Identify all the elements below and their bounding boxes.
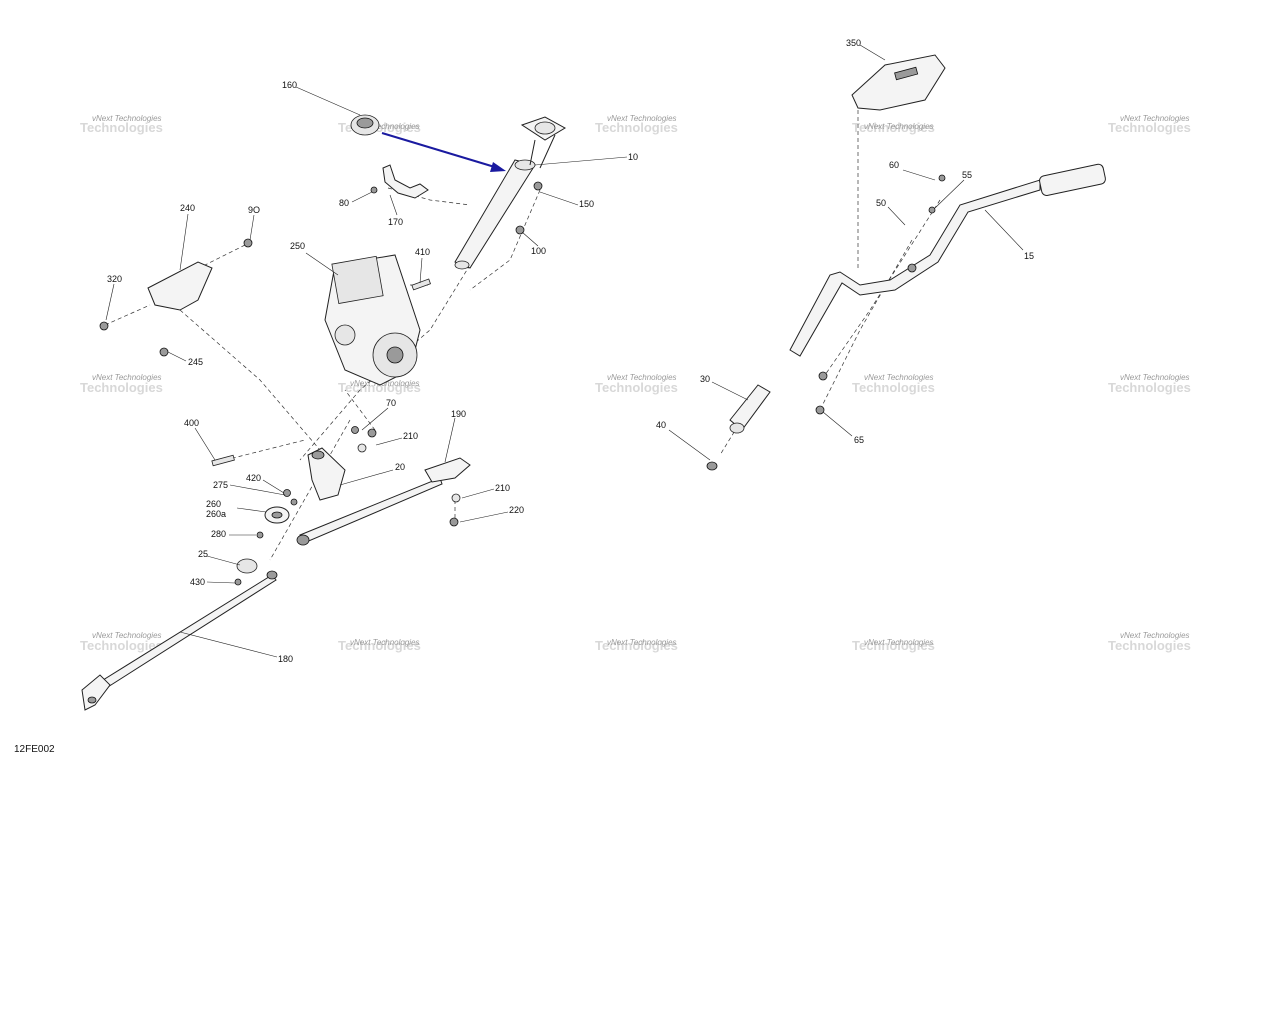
fasteners-left — [211, 181, 543, 586]
svg-text:vNext Technologies: vNext Technologies — [92, 373, 162, 382]
svg-text:vNext Technologies: vNext Technologies — [864, 122, 934, 131]
svg-text:vNext Technologies: vNext Technologies — [92, 114, 162, 123]
callout-420: 420 — [246, 473, 261, 483]
svg-text:Technologies: Technologies — [1108, 380, 1191, 395]
bearing-plate — [236, 506, 290, 574]
svg-text:Technologies: Technologies — [80, 380, 163, 395]
svg-text:vNext Technologies: vNext Technologies — [864, 638, 934, 647]
svg-text:vNext Technologies: vNext Technologies — [607, 114, 677, 123]
callout-220: 220 — [509, 505, 524, 515]
callout-180: 180 — [278, 654, 293, 664]
svg-text:vNext Technologies: vNext Technologies — [1120, 631, 1190, 640]
figure-code: 12FE002 — [14, 744, 55, 755]
clamp-bracket — [370, 164, 429, 199]
callout-260: 260 — [206, 499, 221, 509]
callout-250: 250 — [290, 241, 305, 251]
svg-text:vNext Technologies: vNext Technologies — [350, 122, 420, 131]
svg-text:Technologies: Technologies — [80, 120, 163, 135]
callout-55: 55 — [962, 170, 972, 180]
callout-15: 15 — [1024, 251, 1034, 261]
callout-90: 9O — [248, 205, 260, 215]
callout-20: 20 — [395, 462, 405, 472]
dust-cap — [350, 114, 380, 136]
callout-40: 40 — [656, 420, 666, 430]
mount-bracket — [99, 238, 253, 357]
svg-text:vNext Technologies: vNext Technologies — [607, 373, 677, 382]
callout-10: 10 — [628, 152, 638, 162]
callout-400: 400 — [184, 418, 199, 428]
callout-410: 410 — [415, 247, 430, 257]
callout-80: 80 — [339, 198, 349, 208]
svg-text:vNext Technologies: vNext Technologies — [1120, 114, 1190, 123]
pitman-arm — [307, 447, 346, 501]
svg-text:vNext Technologies: vNext Technologies — [1120, 373, 1190, 382]
callout-150: 150 — [579, 199, 594, 209]
leader-lines — [105, 44, 1024, 658]
callout-240: 240 — [180, 203, 195, 213]
tie-rod-upper — [296, 457, 471, 546]
callout-170: 170 — [388, 217, 403, 227]
svg-text:Technologies: Technologies — [595, 638, 678, 653]
svg-text:Technologies: Technologies — [1108, 638, 1191, 653]
callout-210-lower: 210 — [495, 483, 510, 493]
svg-text:vNext Technologies: vNext Technologies — [607, 638, 677, 647]
callout-70: 70 — [386, 398, 396, 408]
svg-text:Technologies: Technologies — [338, 638, 421, 653]
svg-text:vNext Technologies: vNext Technologies — [350, 379, 420, 388]
callout-25: 25 — [198, 549, 208, 559]
callout-430: 430 — [190, 577, 205, 587]
svg-text:Technologies: Technologies — [80, 638, 163, 653]
svg-text:Technologies: Technologies — [852, 638, 935, 653]
callout-190: 190 — [451, 409, 466, 419]
callout-100: 100 — [531, 246, 546, 256]
insertion-arrow — [381, 132, 506, 172]
svg-text:vNext Technologies: vNext Technologies — [92, 631, 162, 640]
handlebar-pad — [851, 54, 946, 111]
callout-275: 275 — [213, 480, 228, 490]
svg-text:Technologies: Technologies — [852, 120, 935, 135]
callout-320: 320 — [107, 274, 122, 284]
svg-text:Technologies: Technologies — [852, 380, 935, 395]
svg-text:Technologies: Technologies — [595, 380, 678, 395]
handlebar — [789, 163, 1106, 415]
callout-260a: 260a — [206, 509, 226, 519]
steering-column — [454, 116, 567, 270]
callout-65: 65 — [854, 435, 864, 445]
steering-motor — [324, 254, 421, 386]
callout-60: 60 — [889, 160, 899, 170]
callout-280: 280 — [211, 529, 226, 539]
callout-50: 50 — [876, 198, 886, 208]
svg-text:Technologies: Technologies — [595, 120, 678, 135]
callout-350: 350 — [846, 38, 861, 48]
svg-text:Technologies: Technologies — [1108, 120, 1191, 135]
svg-text:vNext Technologies: vNext Technologies — [350, 638, 420, 647]
handle-grip — [706, 384, 771, 471]
callout-210-upper: 210 — [403, 431, 418, 441]
callout-labels: 350 160 10 80 170 150 240 9O 250 410 100… — [107, 38, 1034, 664]
callout-245: 245 — [188, 357, 203, 367]
callout-160: 160 — [282, 80, 297, 90]
svg-text:vNext Technologies: vNext Technologies — [864, 373, 934, 382]
callout-30: 30 — [700, 374, 710, 384]
